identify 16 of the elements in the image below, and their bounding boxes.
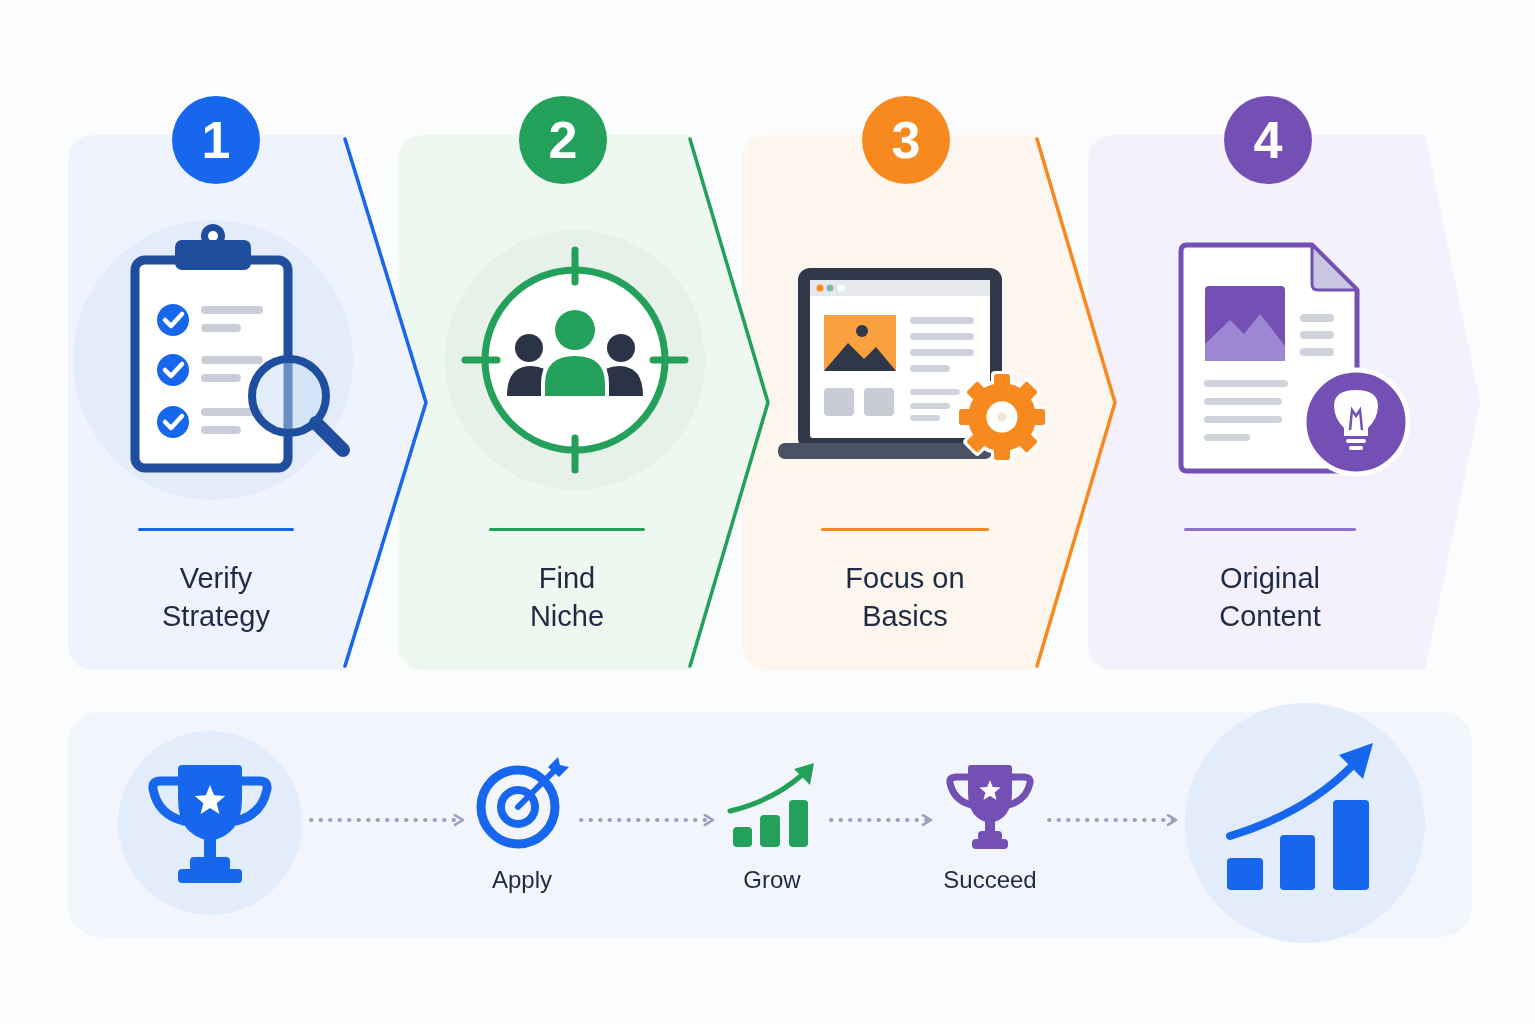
step-label: Find Niche (528, 561, 606, 634)
step-label: Succeed (943, 865, 1037, 895)
dotted-arrow (309, 813, 465, 827)
number-badge: 3 (862, 96, 950, 184)
step-label: Apply (491, 865, 552, 895)
step-label: Focus on Basics (844, 561, 966, 634)
trophy-icon (118, 731, 302, 915)
number-badge: 4 (1224, 96, 1312, 184)
dotted-arrow (1047, 813, 1178, 827)
number-badge: 1 (172, 96, 260, 184)
dotted-arrow (579, 813, 715, 827)
number-badge: 2 (519, 96, 607, 184)
step-label: Verify Strategy (161, 561, 271, 634)
step-label: Grow (743, 865, 801, 895)
dotted-arrow (829, 813, 933, 827)
step-label: Original Content (1218, 561, 1322, 634)
